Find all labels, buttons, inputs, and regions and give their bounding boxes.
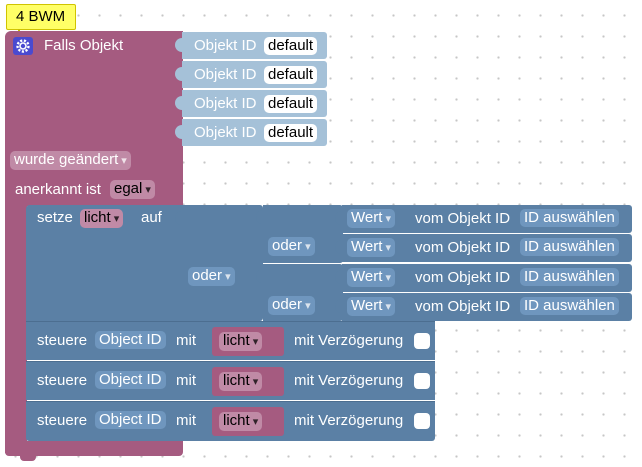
settings-gear-icon[interactable] <box>13 37 33 55</box>
event-block-spine <box>5 205 27 453</box>
delay-checkbox[interactable] <box>414 373 430 389</box>
control-object-id[interactable]: Object ID <box>95 331 166 349</box>
or-block-inner[interactable]: oder <box>263 264 343 321</box>
or-block-outer[interactable] <box>183 205 263 321</box>
control-prefix: steuere <box>37 412 88 429</box>
set-variable-dropdown[interactable]: licht <box>80 209 124 228</box>
object-id-value[interactable]: default <box>264 37 318 55</box>
control-variable-dropdown[interactable]: licht <box>219 412 263 431</box>
control-prefix: steuere <box>37 372 88 389</box>
variable-block[interactable]: licht <box>212 367 284 396</box>
object-id-block[interactable]: Objekt ID default <box>182 119 327 146</box>
trigger-title: Falls Objekt <box>44 37 124 54</box>
set-input-notch <box>175 211 183 225</box>
delay-checkbox[interactable] <box>414 413 430 429</box>
value-notch <box>335 299 343 313</box>
control-with-label: mit <box>176 412 196 429</box>
control-object-id[interactable]: Object ID <box>95 411 166 429</box>
control-variable-dropdown[interactable]: licht <box>219 372 263 391</box>
or-inner-dropdown[interactable]: oder <box>268 296 315 315</box>
from-object-label: vom Objekt ID <box>415 269 511 286</box>
control-block[interactable]: steuere Object ID mit licht mit Verzöger… <box>26 361 435 400</box>
delay-label: mit Verzögerung <box>294 412 404 429</box>
ack-label: anerkannt ist <box>15 181 101 198</box>
event-block-tab <box>20 455 36 461</box>
object-id-notch <box>175 125 183 139</box>
or-block-inner[interactable]: oder <box>263 205 343 263</box>
value-dropdown[interactable]: Wert <box>347 297 395 316</box>
or-outer-dropdown[interactable]: oder <box>188 267 235 286</box>
ack-dropdown[interactable]: egal <box>110 180 155 199</box>
object-id-value[interactable]: default <box>264 124 318 142</box>
select-id-button[interactable]: ID auswählen <box>520 297 619 315</box>
value-notch <box>335 270 343 284</box>
control-prefix: steuere <box>37 332 88 349</box>
control-block[interactable]: steuere Object ID mit licht mit Verzöger… <box>26 321 435 360</box>
object-id-label: Objekt ID <box>194 124 257 141</box>
control-variable-dropdown[interactable]: licht <box>219 332 263 351</box>
changed-dropdown[interactable]: wurde geändert <box>10 151 131 170</box>
object-id-block[interactable]: Objekt ID default <box>182 61 327 88</box>
delay-label: mit Verzögerung <box>294 332 404 349</box>
comment-text: 4 BWM <box>16 8 66 25</box>
variable-block[interactable]: licht <box>212 327 284 356</box>
object-id-notch <box>175 67 183 81</box>
control-with-label: mit <box>176 372 196 389</box>
or-inner-notch <box>256 269 264 283</box>
value-from-object-block[interactable]: Wert vom Objekt ID ID auswählen <box>342 234 632 262</box>
select-id-button[interactable]: ID auswählen <box>520 209 619 227</box>
delay-label: mit Verzögerung <box>294 372 404 389</box>
from-object-label: vom Objekt ID <box>415 239 511 256</box>
or-inner-dropdown[interactable]: oder <box>268 237 315 256</box>
event-block-footer <box>5 441 183 456</box>
control-block[interactable]: steuere Object ID mit licht mit Verzöger… <box>26 401 435 441</box>
value-dropdown[interactable]: Wert <box>347 268 395 287</box>
object-id-label: Objekt ID <box>194 37 257 54</box>
or-inner-notch <box>256 210 264 224</box>
object-id-notch <box>175 38 183 52</box>
object-id-label: Objekt ID <box>194 66 257 83</box>
control-with-label: mit <box>176 332 196 349</box>
control-object-id[interactable]: Object ID <box>95 371 166 389</box>
value-from-object-block[interactable]: Wert vom Objekt ID ID auswählen <box>342 293 632 321</box>
object-id-block[interactable]: Objekt ID default <box>182 90 327 117</box>
set-prefix: setze <box>37 209 73 226</box>
select-id-button[interactable]: ID auswählen <box>520 268 619 286</box>
object-id-block[interactable]: Objekt ID default <box>182 32 327 59</box>
variable-block[interactable]: licht <box>212 407 284 436</box>
value-notch <box>335 240 343 254</box>
object-id-notch <box>175 96 183 110</box>
object-id-value[interactable]: default <box>264 66 318 84</box>
event-block[interactable] <box>5 31 183 206</box>
value-notch <box>335 211 343 225</box>
set-suffix: auf <box>141 209 162 226</box>
value-dropdown[interactable]: Wert <box>347 238 395 257</box>
value-from-object-block[interactable]: Wert vom Objekt ID ID auswählen <box>342 264 632 292</box>
object-id-value[interactable]: default <box>264 95 318 113</box>
from-object-label: vom Objekt ID <box>415 298 511 315</box>
comment-bubble[interactable]: 4 BWM <box>6 4 76 30</box>
from-object-label: vom Objekt ID <box>415 210 511 227</box>
select-id-button[interactable]: ID auswählen <box>520 238 619 256</box>
object-id-label: Objekt ID <box>194 95 257 112</box>
delay-checkbox[interactable] <box>414 333 430 349</box>
value-from-object-block[interactable]: Wert vom Objekt ID ID auswählen <box>342 205 632 233</box>
value-dropdown[interactable]: Wert <box>347 209 395 228</box>
